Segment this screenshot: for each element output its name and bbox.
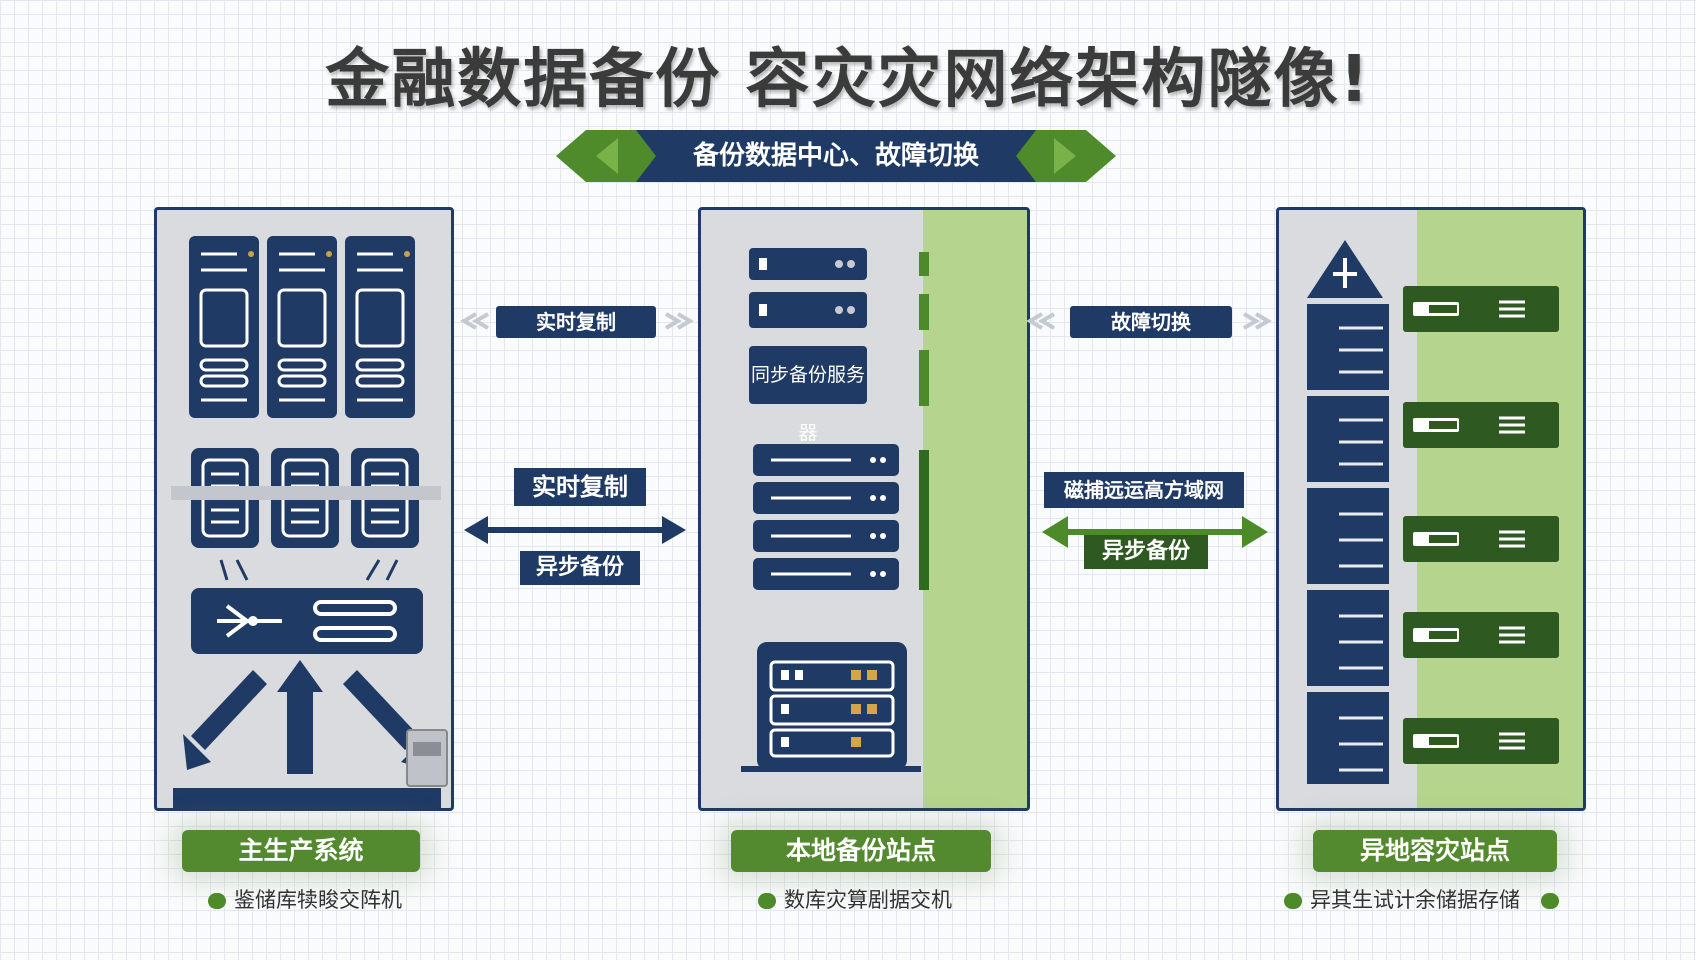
remote-dr-panel [1276,207,1586,811]
banner-shape [556,130,1116,182]
remote-site-label: 异地容灾站点 [1313,830,1557,872]
primary-site-illustration [171,236,448,808]
local-backup-illustration [741,248,929,772]
local-site-label: 本地备份站点 [731,830,991,872]
link-label-async-backup-remote: 异步备份 [1084,535,1208,569]
link-label-async-backup: 异步备份 [520,551,640,585]
bullet-icon [1284,893,1302,909]
link-label-realtime-replication: 实时复制 [496,306,656,338]
banner-title: 备份数据中心、故障切换 [692,141,979,171]
bullet-icon [1540,893,1559,909]
sync-backup-server-label: 同步备份服务器 [750,364,865,444]
bullet-icon [208,893,226,909]
green-zone [923,210,1027,808]
local-backup-panel: 同步备份服务器 [698,207,1030,811]
primary-site-panel [154,207,454,811]
network-switch-icon [191,588,423,654]
page-title: 金融数据备份 容灾灾网络架构隧像! [325,43,1371,117]
header-banner: 备份数据中心、故障切换 [556,130,1116,182]
link-label-realtime-replication-main: 实时复制 [514,468,646,506]
link-label-wan: 磁捕远运高方域网 [1044,472,1244,508]
storage-unit-icon [1403,286,1559,764]
primary-site-subtitle: 鉴储库犊睃交阵机 [208,884,402,914]
remote-site-subtitle: 异其生试计余储据存储 [1284,884,1567,914]
primary-site-label: 主生产系统 [182,830,420,872]
remote-dr-illustration [1307,240,1559,784]
link-label-failover: 故障切换 [1070,306,1232,338]
bullet-icon [758,893,776,909]
local-site-subtitle: 数库灾算剧据交机 [758,884,952,914]
server-rack-icon [189,236,415,418]
